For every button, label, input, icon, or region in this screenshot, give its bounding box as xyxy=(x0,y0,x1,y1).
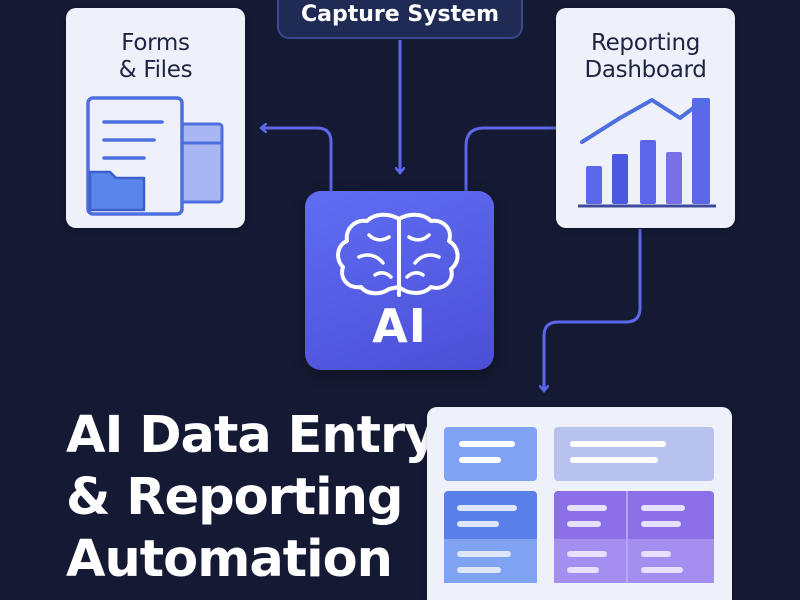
arrow-ai-to-forms xyxy=(262,128,333,191)
headline-line-1: AI Data Entry xyxy=(66,406,437,465)
bar-5 xyxy=(692,98,710,204)
brain-icon xyxy=(336,212,460,297)
bar-2 xyxy=(612,154,628,204)
connector-ai-to-reporting xyxy=(464,126,556,191)
grid-cell-top-right xyxy=(554,427,714,481)
headline: AI Data Entry & Reporting Automation xyxy=(66,405,437,591)
data-grid-illustration xyxy=(444,427,714,583)
bar-4 xyxy=(666,152,682,204)
arrow-reporting-to-table xyxy=(544,229,642,390)
folder-icon xyxy=(88,170,146,212)
document-stack-icon xyxy=(86,96,224,216)
headline-line-3: Automation xyxy=(66,530,393,589)
grid-cell-top-left xyxy=(444,427,537,481)
bar-3 xyxy=(640,140,656,204)
forms-files-title: Forms & Files xyxy=(118,30,193,83)
forms-files-card: Forms & Files xyxy=(66,8,245,228)
trend-line xyxy=(580,98,706,144)
structured-data-panel xyxy=(427,407,732,600)
capture-system-label: Capture System xyxy=(301,2,499,27)
bar-1 xyxy=(586,166,602,204)
capture-system-box: Capture System xyxy=(277,0,523,39)
reporting-dashboard-card: Reporting Dashboard xyxy=(556,8,735,228)
reporting-dashboard-title: Reporting Dashboard xyxy=(584,30,707,83)
headline-line-2: & Reporting xyxy=(66,468,403,527)
ai-label: AI xyxy=(372,299,427,353)
bar-chart-icon xyxy=(578,98,716,208)
ai-engine-box: AI xyxy=(305,191,494,370)
